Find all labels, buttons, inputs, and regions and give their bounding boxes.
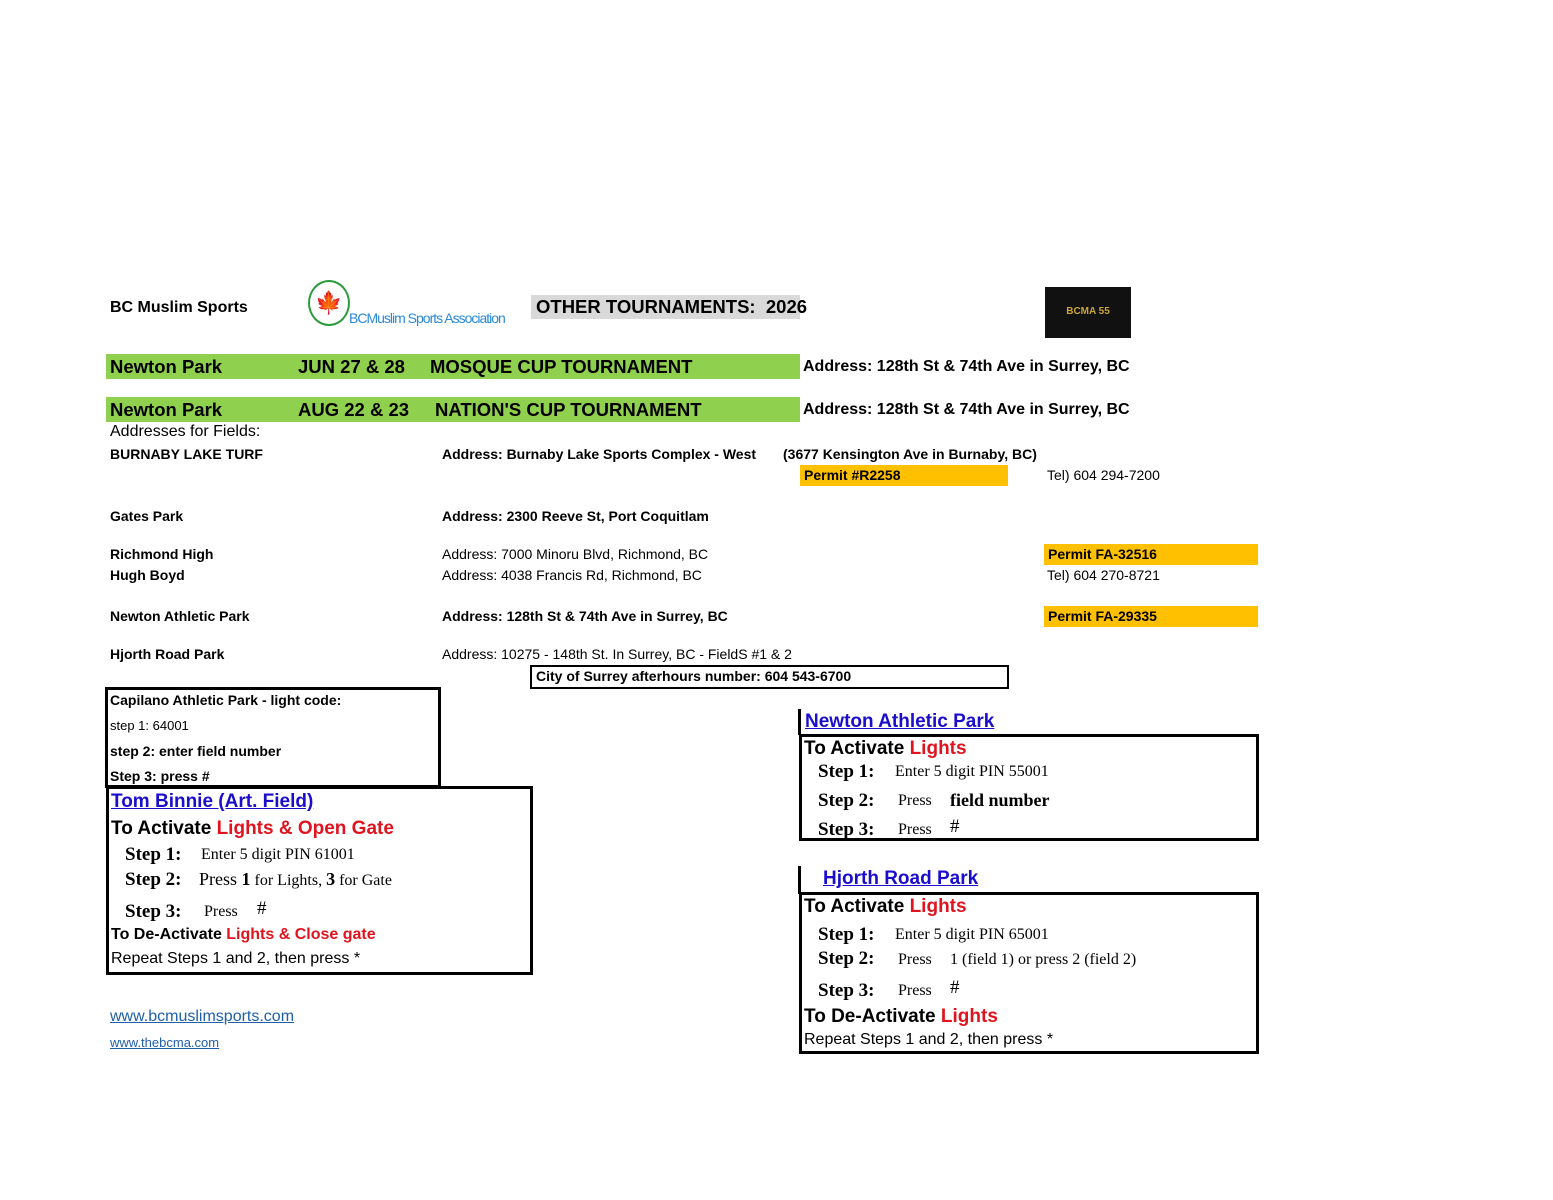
deactivate-line: To De-Activate Lights & Close gate	[111, 926, 376, 943]
repeat-text: Repeat Steps 1 and 2, then press *	[804, 1031, 1054, 1048]
activate-line: To Activate Lights & Open Gate	[111, 818, 394, 839]
hjorth-road-park-link[interactable]: Hjorth Road Park	[823, 868, 979, 889]
capilano-box: Capilano Athletic Park - light code: ste…	[105, 687, 441, 788]
capilano-step: step 2: enter field number	[110, 743, 282, 759]
hjorth-box: To Activate Lights Step 1: Enter 5 digit…	[799, 892, 1259, 1054]
hash-symbol: #	[257, 898, 267, 919]
bcma-website-link[interactable]: www.thebcma.com	[110, 1035, 220, 1050]
step-label: Step 3:	[818, 980, 875, 1001]
repeat-text: Repeat Steps 1 and 2, then press *	[111, 950, 361, 967]
field-name: Richmond High	[110, 546, 214, 562]
step-label: Step 3:	[818, 819, 875, 840]
step-text: Enter 5 digit PIN 55001	[895, 763, 1049, 780]
deactivate-line: To De-Activate Lights	[804, 1006, 998, 1027]
tournament-event: NATION'S CUP TOURNAMENT	[435, 399, 702, 420]
title-highlight	[531, 295, 800, 319]
divider	[798, 709, 801, 735]
step-text: Press	[898, 951, 932, 968]
tom-binnie-link[interactable]: Tom Binnie (Art. Field)	[111, 791, 314, 812]
permit-badge: Permit FA-32516	[1044, 544, 1258, 565]
permit-badge: Permit FA-29335	[1044, 606, 1258, 627]
tournament-event: MOSQUE CUP TOURNAMENT	[430, 356, 693, 377]
divider	[798, 866, 801, 894]
hash-symbol: #	[950, 977, 960, 998]
field-tel: Tel) 604 270-8721	[1047, 567, 1160, 583]
step-label: Step 2:	[818, 948, 875, 969]
field-name: Hugh Boyd	[110, 567, 185, 583]
step-label: Step 3:	[125, 901, 182, 922]
tournament-park: Newton Park	[110, 399, 223, 420]
newton-athletic-park-link[interactable]: Newton Athletic Park	[805, 711, 995, 732]
field-name: Gates Park	[110, 508, 184, 524]
field-tel: Tel) 604 294-7200	[1047, 467, 1160, 483]
field-address: Address: 128th St & 74th Ave in Surrey, …	[442, 608, 728, 624]
tournament-row-bg	[106, 397, 800, 422]
tournament-date: AUG 22 & 23	[298, 399, 410, 420]
step-label: Step 2:	[125, 869, 182, 890]
field-address: Address: 7000 Minoru Blvd, Richmond, BC	[442, 546, 709, 562]
bcmsa-logo: 🍁 BCMuslim Sports Association	[305, 280, 506, 332]
activate-line: To Activate Lights	[804, 896, 967, 917]
field-address: Address: Burnaby Lake Sports Complex - W…	[442, 446, 757, 462]
step-text: Press	[204, 903, 238, 920]
step-text: Press	[898, 982, 932, 999]
tom-binnie-box: Tom Binnie (Art. Field) To Activate Ligh…	[106, 786, 533, 975]
field-address: Address: 2300 Reeve St, Port Coquitlam	[442, 508, 709, 524]
step-text: 1 (field 1) or press 2 (field 2)	[950, 951, 1137, 968]
newton-box: To Activate Lights Step 1: Enter 5 digit…	[799, 734, 1259, 841]
step-text: Enter 5 digit PIN 61001	[201, 846, 355, 863]
field-name: Newton Athletic Park	[110, 608, 250, 624]
step-label: Step 1:	[818, 761, 875, 782]
step-text: field number	[950, 790, 1050, 810]
activate-line: To Activate Lights	[804, 738, 967, 759]
fields-heading: Addresses for Fields:	[110, 423, 261, 440]
tournament-address: Address: 128th St & 74th Ave in Surrey, …	[803, 401, 1130, 418]
surrey-afterhours: City of Surrey afterhours number: 604 54…	[530, 665, 1009, 689]
tournament-date: JUN 27 & 28	[298, 356, 405, 377]
step-text: Press	[898, 792, 932, 809]
tournament-row-bg	[106, 354, 800, 379]
step-text: Press	[898, 821, 932, 838]
step-text: Press 1 for Lights, 3 for Gate	[199, 869, 392, 889]
website-link[interactable]: www.bcmuslimsports.com	[110, 1008, 295, 1025]
permit-badge: Permit #R2258	[800, 465, 1008, 486]
hash-symbol: #	[950, 816, 960, 837]
step-label: Step 1:	[818, 924, 875, 945]
tournament-address: Address: 128th St & 74th Ave in Surrey, …	[803, 358, 1130, 375]
org-name: BC Muslim Sports	[110, 299, 248, 316]
capilano-step: step 1: 64001	[110, 718, 189, 733]
field-address-extra: (3677 Kensington Ave in Burnaby, BC)	[783, 446, 1037, 462]
step-label: Step 2:	[818, 790, 875, 811]
bcma-logo: BCMA 55	[1045, 287, 1131, 338]
capilano-step: Step 3: press #	[110, 768, 210, 784]
step-text: Enter 5 digit PIN 65001	[895, 926, 1049, 943]
field-name: BURNABY LAKE TURF	[110, 446, 263, 462]
field-name: Hjorth Road Park	[110, 646, 225, 662]
step-label: Step 1:	[125, 844, 182, 865]
capilano-title: Capilano Athletic Park - light code:	[110, 692, 342, 708]
field-address: Address: 4038 Francis Rd, Richmond, BC	[442, 567, 702, 583]
field-address: Address: 10275 - 148th St. In Surrey, BC…	[442, 646, 792, 662]
tournament-park: Newton Park	[110, 356, 223, 377]
page-title: OTHER TOURNAMENTS: 2026	[536, 296, 808, 317]
